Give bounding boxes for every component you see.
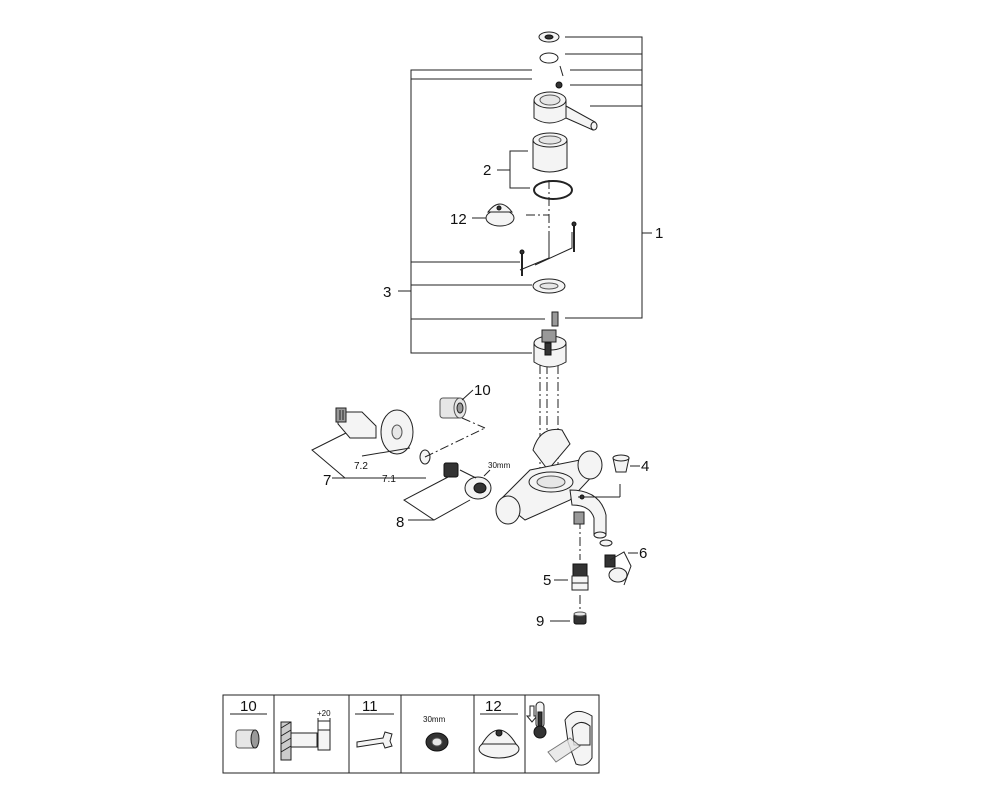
label-part-6: 6 — [639, 545, 647, 562]
part-8-connector — [443, 462, 492, 500]
legend-11-number: 11 — [362, 698, 378, 715]
legend-12-number: 12 — [485, 698, 502, 715]
label-part-1: 1 — [655, 225, 663, 242]
legend-handle-icon — [547, 710, 593, 766]
o-ring-top — [539, 52, 559, 64]
part-10-sleeve — [439, 389, 486, 429]
bracket-part-3 — [398, 69, 545, 354]
label-wrench-size: 30mm — [488, 461, 511, 470]
mixer-body — [495, 428, 621, 539]
label-part-2: 2 — [483, 162, 491, 179]
label-part-7-2: 7.2 — [354, 461, 368, 472]
escutcheon-sleeve — [532, 132, 568, 173]
cap-button — [538, 31, 560, 43]
s-union — [335, 407, 377, 439]
part-12-cap — [472, 203, 515, 227]
legend-wrench-size: 30mm — [423, 715, 446, 724]
set-screw — [555, 65, 564, 89]
legend-extension-label: +20 — [317, 709, 331, 718]
legend-thermometer-icon — [525, 701, 547, 739]
legend-10-sleeve-icon — [235, 729, 260, 749]
mounting-bolts — [519, 221, 577, 276]
bracket-part-2 — [497, 150, 530, 189]
ring-nut — [532, 278, 566, 294]
label-part-10: 10 — [474, 382, 491, 399]
label-part-3: 3 — [383, 284, 391, 301]
label-part-12: 12 — [450, 211, 467, 228]
label-part-5: 5 — [543, 572, 551, 589]
legend-extension-icon — [280, 718, 331, 761]
legend-10-number: 10 — [240, 698, 257, 715]
label-part-7: 7 — [323, 472, 331, 489]
bracket-part-7 — [311, 427, 486, 479]
label-part-9: 9 — [536, 613, 544, 630]
label-part-8: 8 — [396, 514, 404, 531]
legend-nut-icon — [425, 732, 449, 752]
label-part-7-1: 7.1 — [382, 474, 396, 485]
label-part-4: 4 — [641, 458, 649, 475]
flange-rosette — [380, 409, 414, 455]
o-ring-large — [533, 180, 573, 200]
cartridge — [533, 311, 567, 368]
part-5-diverter — [554, 563, 589, 591]
legend-11-wrench-icon — [356, 731, 393, 749]
part-4-cap — [612, 454, 640, 473]
lever-handle — [533, 91, 598, 131]
part-6-aerator — [599, 539, 638, 586]
bracket-part-8 — [403, 475, 471, 521]
assembly-centerline — [519, 180, 581, 612]
legend-table: 10 +20 11 30mm — [222, 694, 600, 774]
bracket-part-1 — [565, 36, 652, 319]
legend-12-cap-icon — [478, 729, 520, 759]
part-9-nut — [550, 611, 587, 625]
